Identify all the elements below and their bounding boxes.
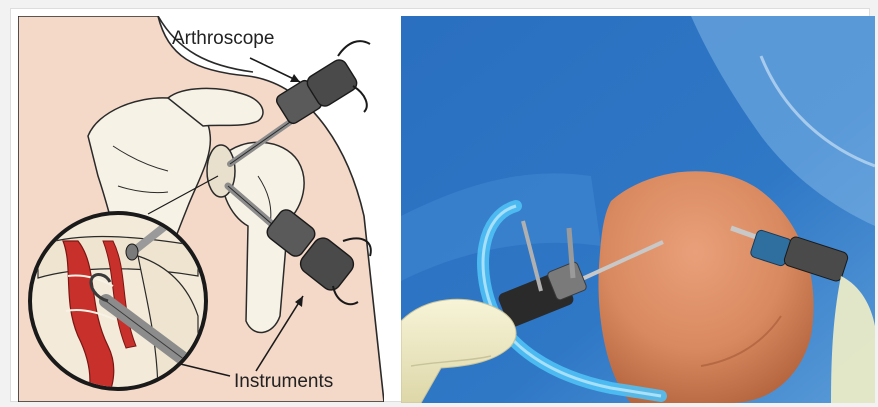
shoulder-arthroscopy-illustration: Arthroscope Instruments bbox=[18, 16, 384, 402]
surgical-photo-svg bbox=[401, 16, 875, 403]
surgical-photo bbox=[401, 16, 875, 403]
illustration-svg bbox=[18, 16, 384, 402]
arthroscope-handle bbox=[274, 41, 370, 126]
arthroscope-label: Arthroscope bbox=[172, 28, 274, 50]
instruments-label: Instruments bbox=[234, 371, 333, 393]
